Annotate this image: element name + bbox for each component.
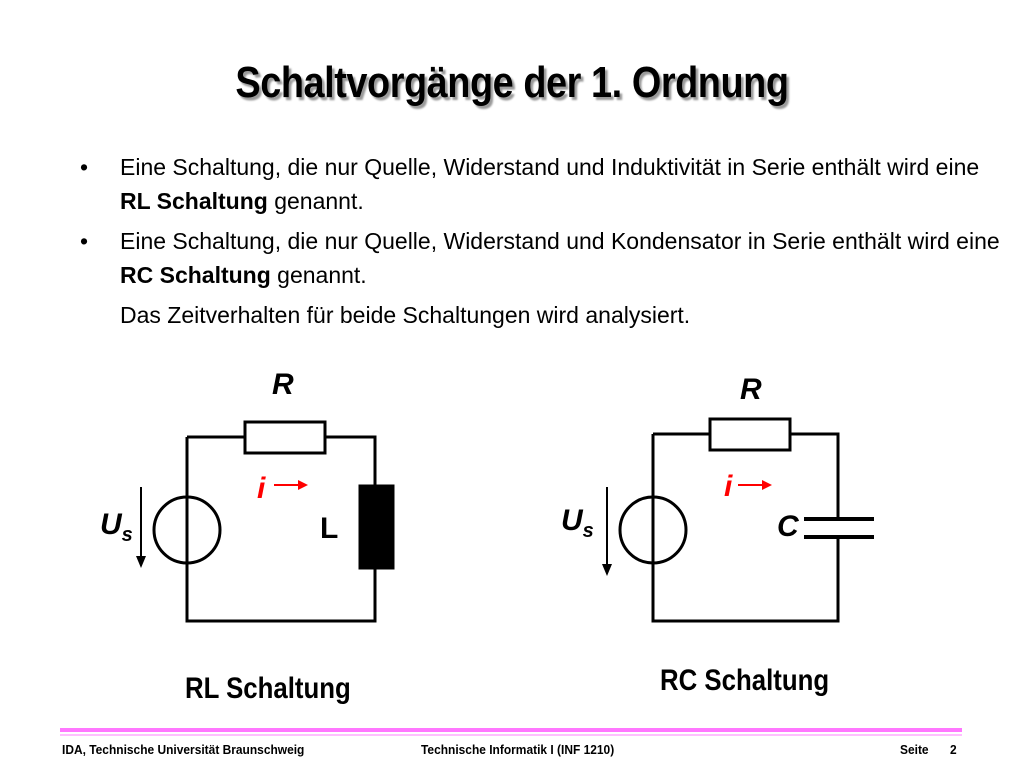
rc-source-symbol: U — [561, 504, 583, 537]
footer-page-label: Seite — [900, 742, 929, 757]
bullet-list: • Eine Schaltung, die nur Quelle, Widers… — [80, 150, 1000, 332]
bullet-bold-term: RC Schaltung — [120, 262, 271, 288]
rl-source-symbol: U — [100, 508, 122, 541]
rl-current-arrow — [274, 480, 308, 490]
rl-resistor-label: R — [272, 368, 294, 401]
rc-circuit — [602, 417, 874, 623]
bullet-dot: • — [80, 154, 89, 180]
rc-current-label: i — [724, 470, 733, 503]
footer-divider-secondary — [60, 734, 962, 736]
rl-wire — [185, 435, 377, 623]
rc-resistor-label: R — [740, 373, 762, 406]
rl-inductor-label: L — [320, 512, 339, 545]
bullet-text: Eine Schaltung, die nur Quelle, Widersta… — [120, 228, 1000, 254]
rc-current-arrow — [738, 480, 772, 490]
analysis-note: Das Zeitverhalten für beide Schaltungen … — [120, 302, 691, 328]
bullet-bold-term: RL Schaltung — [120, 188, 268, 214]
rc-caption: RC Schaltung — [660, 664, 830, 697]
bullet-item-rc: • Eine Schaltung, die nur Quelle, Widers… — [80, 224, 1000, 292]
rl-resistor — [243, 420, 327, 455]
rl-source-subscript: s — [121, 524, 133, 546]
bullet-text: Eine Schaltung, die nur Quelle, Widersta… — [120, 154, 980, 180]
rl-caption: RL Schaltung — [185, 672, 351, 705]
bullet-dot: • — [80, 228, 89, 254]
rl-inductor — [358, 484, 395, 570]
rl-source-label: Us — [100, 508, 133, 547]
rc-source-label: Us — [561, 504, 594, 543]
rl-circuit — [136, 420, 395, 623]
bullet-text-end: genannt. — [267, 188, 364, 214]
rc-capacitor-label: C — [777, 510, 799, 543]
footer-page-number: 2 — [950, 742, 957, 757]
footer-institution: IDA, Technische Universität Braunschweig — [62, 742, 305, 757]
footer-divider — [60, 728, 962, 732]
rl-current-label: i — [257, 472, 266, 505]
bullet-text-end: genannt. — [270, 262, 367, 288]
bullet-item-rl: • Eine Schaltung, die nur Quelle, Widers… — [80, 150, 1000, 218]
slide-title: Schaltvorgänge der 1. Ordnung — [235, 58, 789, 107]
rc-wire — [651, 432, 840, 623]
footer-course: Technische Informatik I (INF 1210) — [421, 742, 615, 757]
rc-resistor — [708, 417, 792, 452]
rc-source-subscript: s — [582, 520, 594, 542]
